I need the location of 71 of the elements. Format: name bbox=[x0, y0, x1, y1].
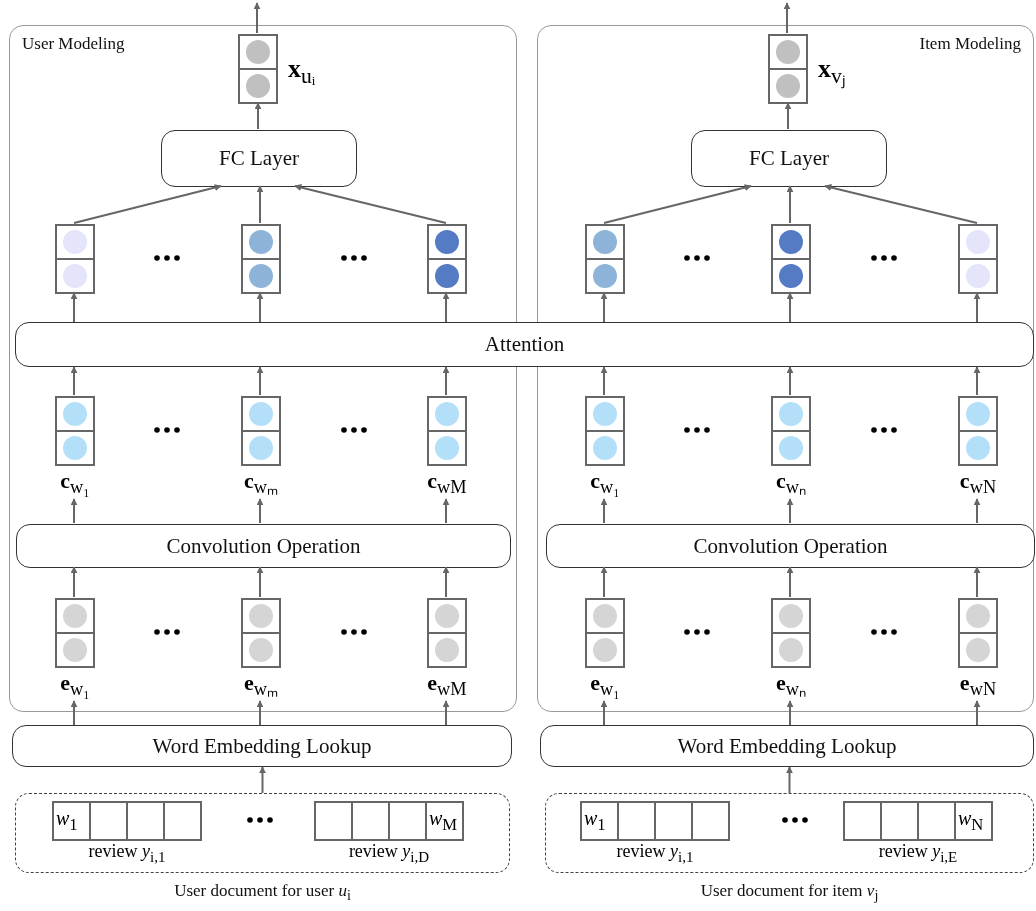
arrow bbox=[442, 366, 450, 396]
layer-block: Convolution Operation bbox=[16, 524, 511, 568]
layer-block: Convolution Operation bbox=[546, 524, 1035, 568]
arrow bbox=[254, 102, 262, 130]
arrow bbox=[600, 292, 608, 323]
arrow bbox=[600, 366, 608, 396]
review-label: review y$_{i,E}$ bbox=[877, 841, 959, 866]
arrow bbox=[786, 700, 794, 726]
review-label: review y$_{i,1}$ bbox=[615, 841, 695, 866]
arrow bbox=[442, 498, 450, 524]
arrow bbox=[786, 366, 794, 396]
review-label: review y$_{i,D}$ bbox=[347, 841, 431, 866]
arrow bbox=[784, 102, 792, 130]
panel-title: User Modeling bbox=[22, 34, 125, 54]
arrow bbox=[973, 566, 981, 598]
arrow bbox=[259, 766, 266, 794]
vector-label: e$_{w₁}$ bbox=[589, 670, 621, 701]
token-label: w$_{1}$ bbox=[56, 807, 78, 835]
document-caption: User document for item v$_{j}$ bbox=[699, 881, 880, 905]
vector-label: e$_{wₙ}$ bbox=[775, 670, 807, 701]
arrow bbox=[600, 498, 608, 524]
token-label: w$_{1}$ bbox=[584, 807, 606, 835]
arrow bbox=[786, 766, 793, 794]
arrow bbox=[70, 566, 78, 598]
arrow bbox=[256, 498, 264, 524]
arrow bbox=[824, 184, 978, 224]
arrow bbox=[70, 700, 78, 726]
token-label: w$_{N}$ bbox=[958, 807, 984, 835]
arrow bbox=[256, 292, 264, 323]
layer-block: FC Layer bbox=[691, 130, 887, 187]
arrow bbox=[600, 700, 608, 726]
arrow bbox=[256, 700, 264, 726]
panel-title: Item Modeling bbox=[919, 34, 1021, 54]
vector-label: c$_{wₘ}$ bbox=[243, 468, 279, 499]
review-label: review y$_{i,1}$ bbox=[87, 841, 167, 866]
arrow bbox=[973, 700, 981, 726]
layer-block: FC Layer bbox=[161, 130, 357, 187]
arrow bbox=[294, 184, 447, 224]
arrow bbox=[253, 2, 261, 34]
arrow bbox=[256, 366, 264, 396]
arrow bbox=[973, 292, 981, 323]
arrow bbox=[73, 184, 222, 224]
arrow bbox=[442, 566, 450, 598]
vector-label: c$_{w₁}$ bbox=[59, 468, 91, 499]
vector-label: e$_{wₘ}$ bbox=[243, 670, 279, 701]
arrow bbox=[603, 184, 752, 224]
arrow bbox=[783, 2, 791, 34]
layer-block: Attention bbox=[15, 322, 1034, 367]
arrow bbox=[442, 292, 450, 323]
document-caption: User document for user u$_{i}$ bbox=[173, 881, 352, 905]
vector-label: x$_{vⱼ}$ bbox=[818, 54, 846, 90]
arrow bbox=[786, 292, 794, 323]
layer-block: Word Embedding Lookup bbox=[540, 725, 1034, 767]
vector-label: c$_{w₁}$ bbox=[589, 468, 621, 499]
vector-label: e$_{w₁}$ bbox=[59, 670, 91, 701]
arrow bbox=[70, 366, 78, 396]
arrow bbox=[600, 566, 608, 598]
arrow bbox=[256, 185, 264, 224]
vector-label: c$_{wₙ}$ bbox=[775, 468, 807, 499]
arrow bbox=[973, 366, 981, 396]
arrow bbox=[70, 498, 78, 524]
arrow bbox=[442, 700, 450, 726]
token-label: w$_{M}$ bbox=[429, 807, 458, 835]
vector-label: x$_{uᵢ}$ bbox=[288, 54, 316, 90]
arrow bbox=[786, 185, 794, 224]
arrow bbox=[786, 566, 794, 598]
arrow bbox=[973, 498, 981, 524]
arrow bbox=[256, 566, 264, 598]
arrow bbox=[786, 498, 794, 524]
layer-block: Word Embedding Lookup bbox=[12, 725, 512, 767]
arrow bbox=[70, 292, 78, 323]
